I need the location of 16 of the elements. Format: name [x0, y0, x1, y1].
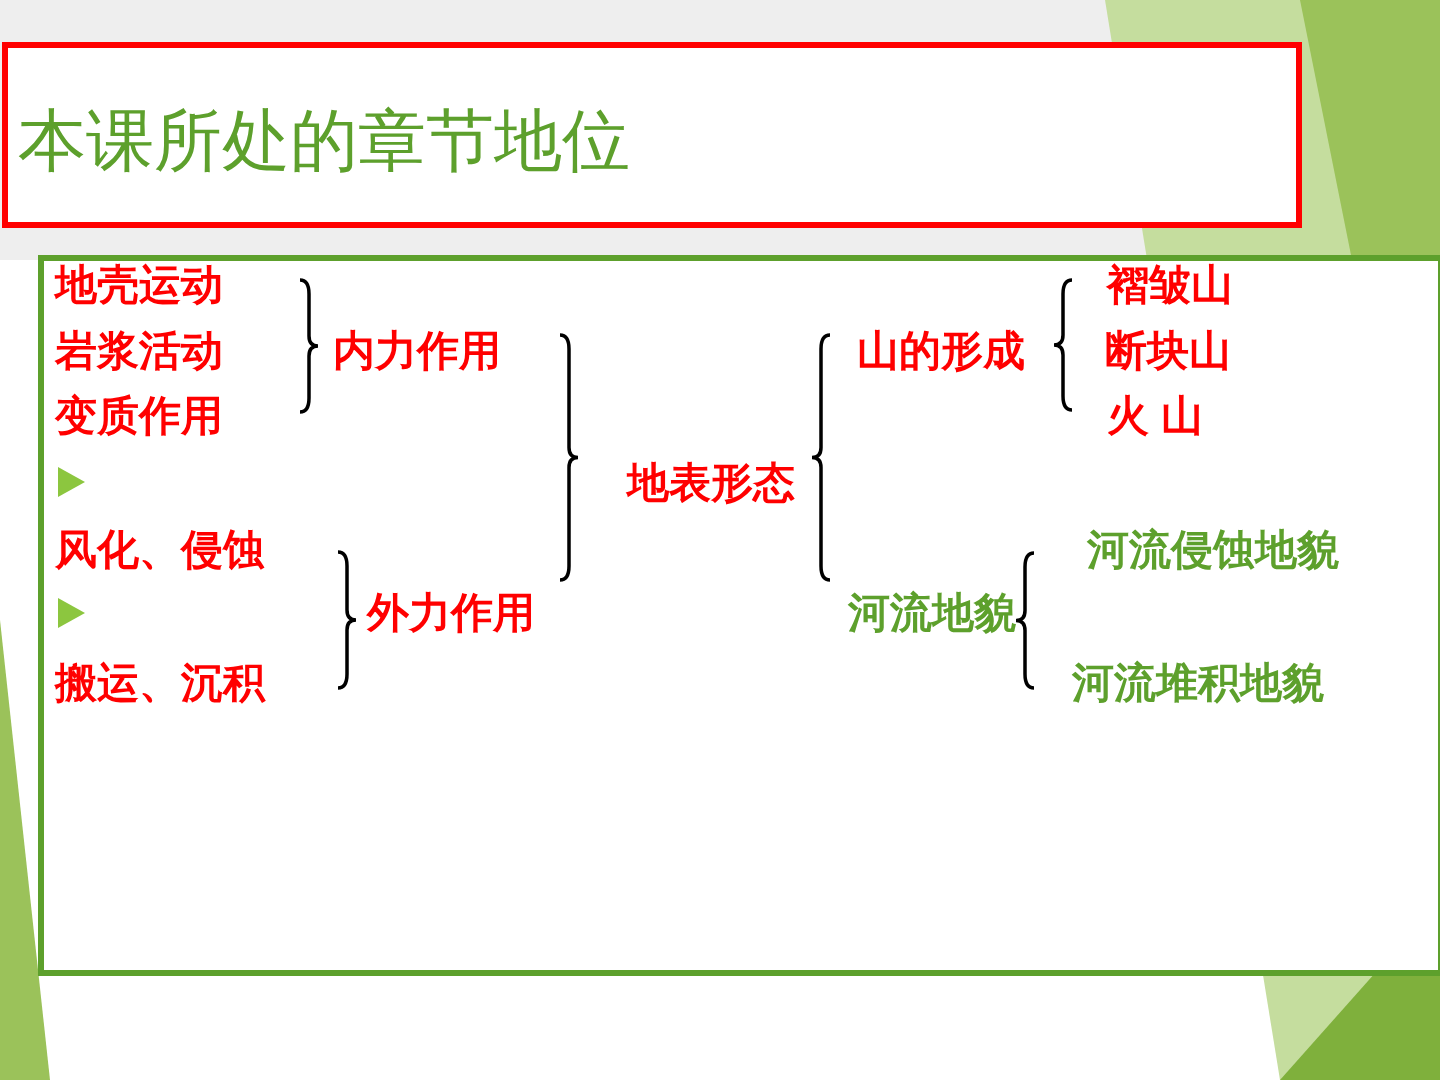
tree-label: 变质作用 — [55, 393, 223, 439]
tree-label: 地表形态 — [627, 460, 795, 506]
tree-label: 地壳运动 — [55, 262, 223, 308]
tree-label: 河流侵蚀地貌 — [1087, 527, 1339, 573]
tree-label: 岩浆活动 — [55, 328, 223, 374]
title: 本课所处的章节地位 — [18, 101, 630, 180]
tree-label: 河流地貌 — [848, 590, 1016, 636]
tree-label: 外力作用 — [367, 590, 535, 636]
tree-label: 褶皱山 — [1107, 262, 1233, 308]
tree-label: 内力作用 — [333, 328, 501, 374]
tree-label: 山的形成 — [857, 328, 1025, 374]
tree-label: 断块山 — [1105, 328, 1231, 374]
tree-label: 河流堆积地貌 — [1072, 660, 1324, 706]
tree-label: 风化、侵蚀 — [55, 527, 265, 573]
tree-label: 搬运、沉积 — [55, 660, 265, 706]
tree-label: 火 山 — [1107, 393, 1203, 439]
